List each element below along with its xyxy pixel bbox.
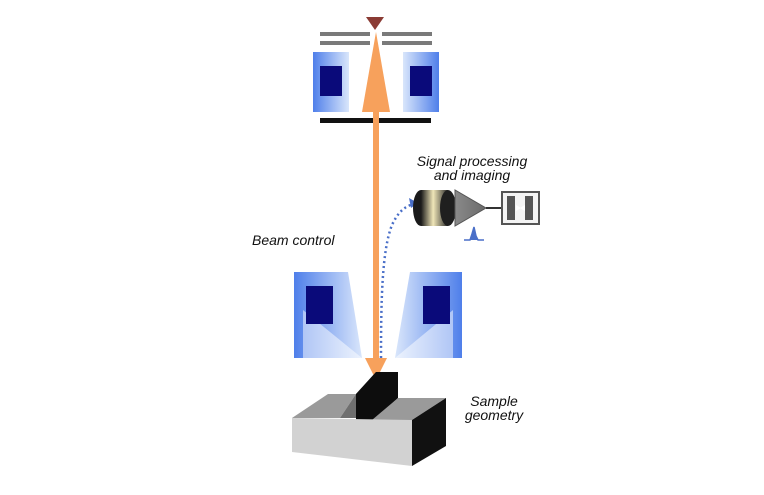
label-sample-line2: geometry [465,407,524,423]
emitter-tip [366,17,384,30]
aperture-plate-right-bottom [382,41,432,45]
lower-lens-right-coil [423,286,450,324]
amplifier-triangle [454,189,487,227]
sample-top-left [292,394,356,418]
aperture-plate-left-top [320,32,370,36]
lower-lens-left-coil [306,286,333,324]
upper-lens-left-coil [320,66,342,96]
label-signal-processing-line1: Signal processing [417,153,528,169]
upper-lens-left [313,52,349,112]
sample-front-face [292,418,412,466]
beam-column [373,110,379,360]
sample-block [292,372,446,466]
lower-lens-right [395,272,462,358]
aperture-plate-left-bottom [320,41,370,45]
aperture-plate-right-top [382,32,432,36]
label-sample-line1: Sample [470,393,518,409]
electron-source [320,17,432,45]
label-signal-processing-line2: and imaging [434,167,510,183]
sample-ridge-face [356,372,398,420]
signal-electron-path [379,202,415,359]
lower-lens-left [294,272,362,358]
sample-right-face [412,398,446,466]
beam-cone [362,32,390,112]
signal-peak-icon [464,226,484,241]
upper-lens-right [403,52,439,112]
sample-top-right [372,398,446,420]
detector-back [440,190,456,226]
beam-arrowhead [365,358,387,380]
upper-lens-right-coil [410,66,432,96]
detector-assembly [413,189,540,241]
electron-beam [362,32,390,380]
display-screen [501,191,540,225]
label-beam-control: Beam control [252,232,335,248]
